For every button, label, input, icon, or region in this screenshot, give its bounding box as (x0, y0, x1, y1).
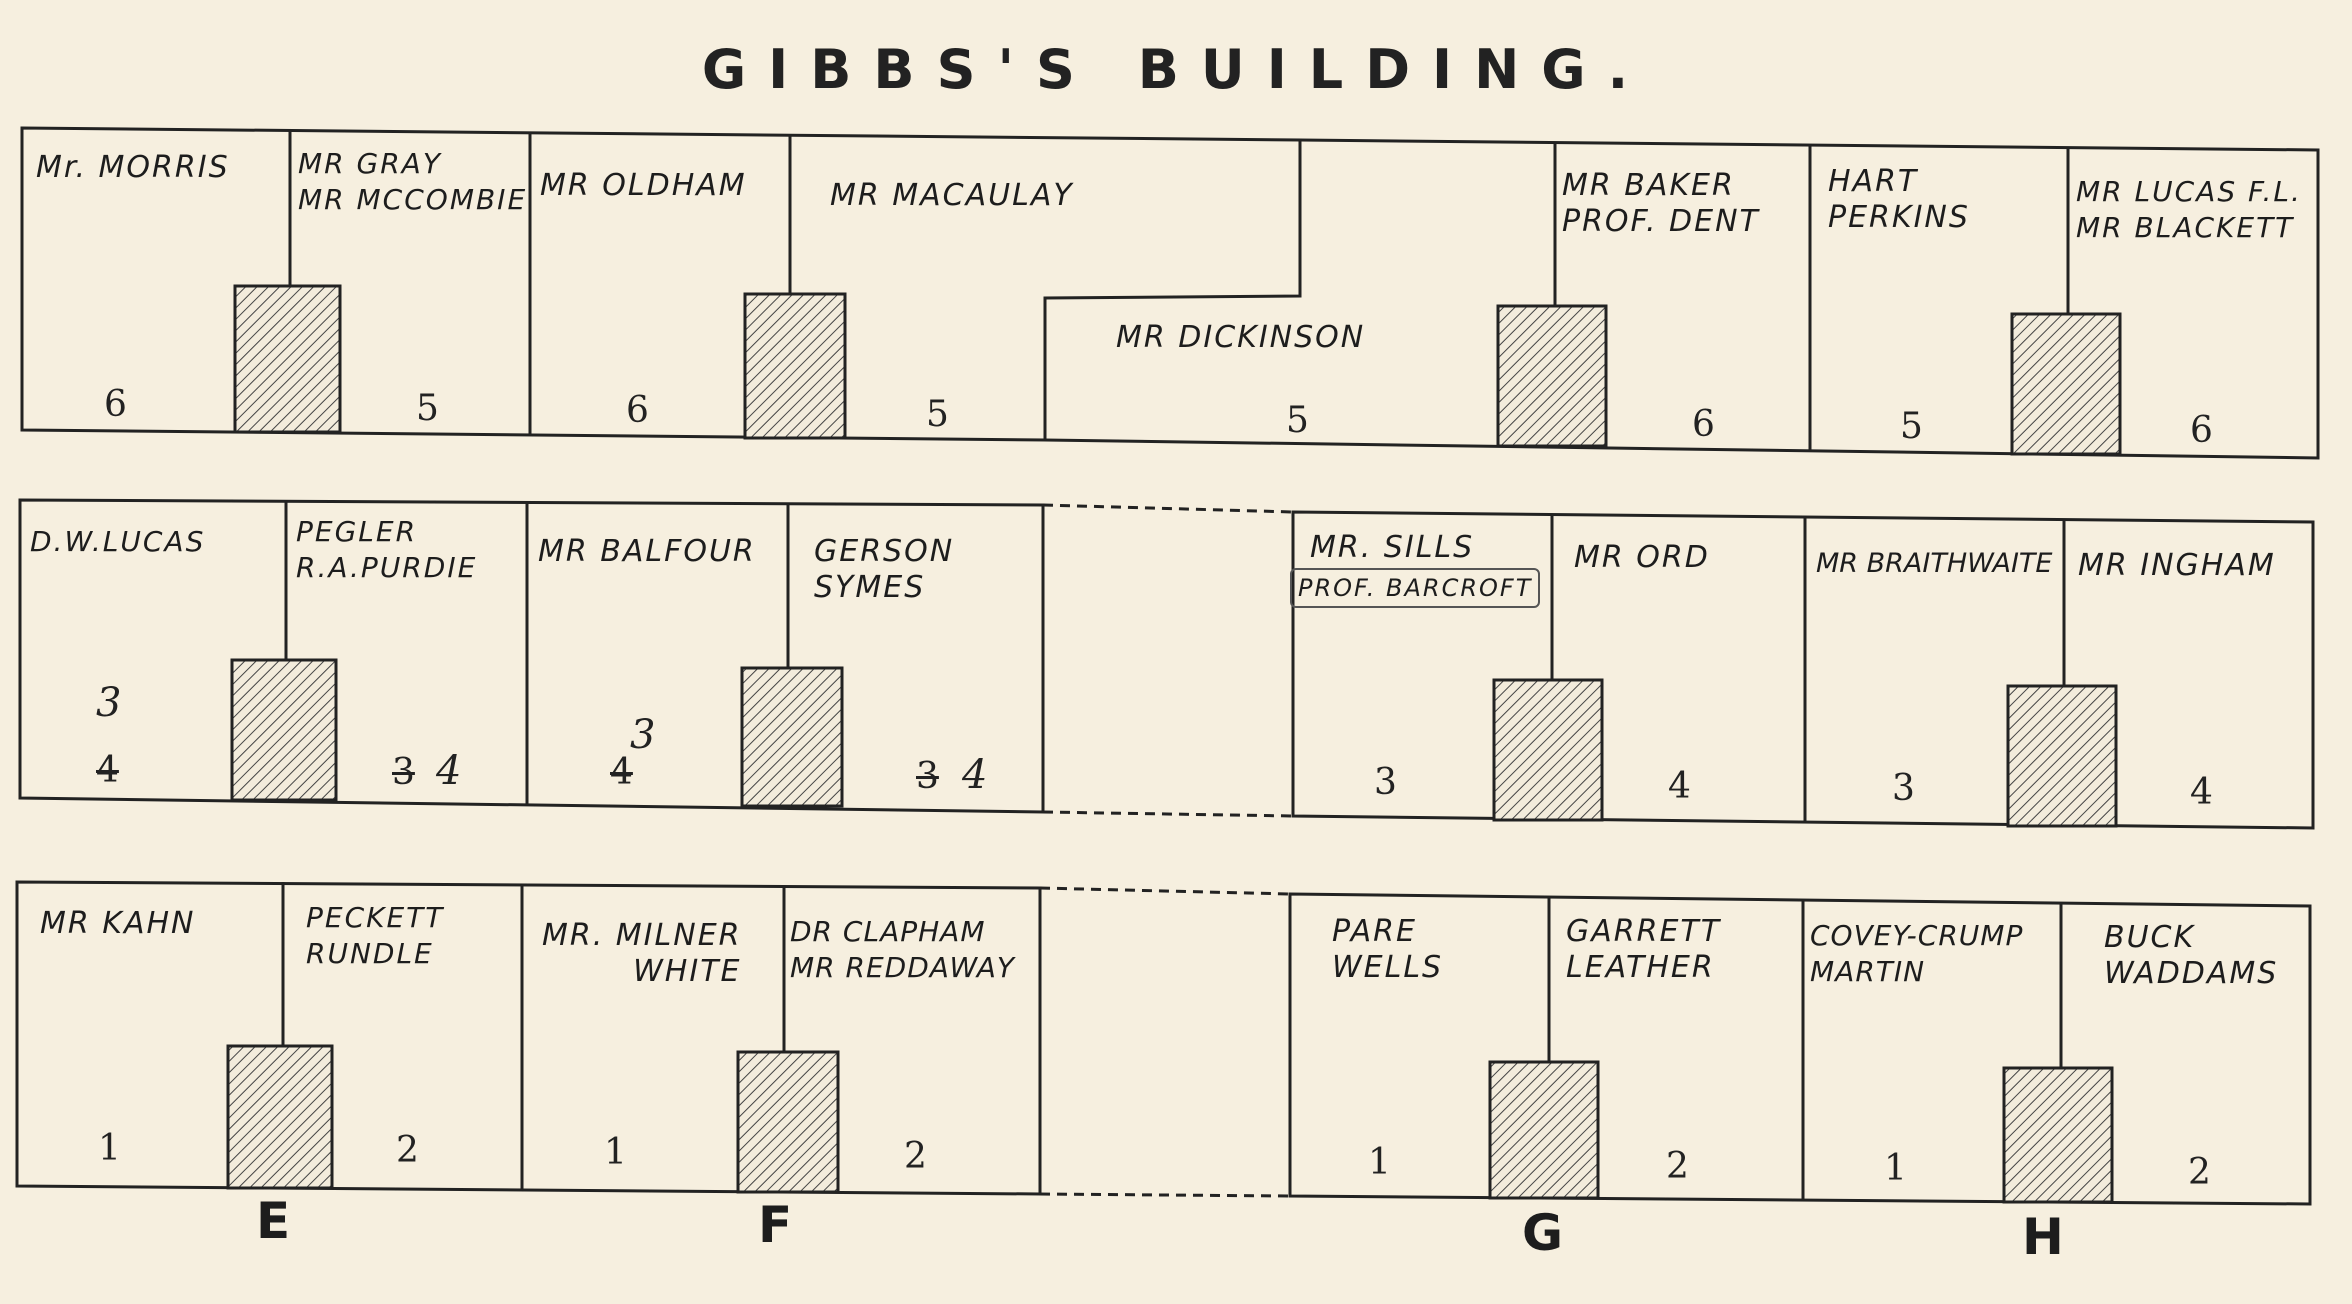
room-number-correction: 3 (96, 680, 122, 726)
room-number: 5 (926, 394, 949, 435)
room-number-correction: 4 (436, 748, 462, 794)
room-number: 4 (1668, 766, 1691, 807)
page-title: GIBBS'S BUILDING. (701, 38, 1651, 101)
stair-well-bottom-2 (736, 1050, 840, 1194)
staircase-label: F (758, 1196, 793, 1254)
room-number: 5 (1286, 400, 1309, 441)
room-label: MR MACAULAY (830, 178, 1074, 213)
room-number: 6 (2190, 410, 2213, 451)
room-number: 1 (1884, 1148, 1907, 1189)
stair-well-mid-2 (740, 666, 844, 808)
stair-well-mid-4 (2006, 684, 2118, 828)
room-label: COVEY-CRUMP MARTIN (1810, 919, 2024, 988)
room-number: 5 (1900, 406, 1923, 447)
room-label: MR INGHAM (2078, 548, 2276, 583)
room-label: GARRETT LEATHER (1566, 914, 1722, 985)
room-number: 6 (104, 384, 127, 425)
room-label: D.W.LUCAS (30, 525, 206, 558)
room-label: DR CLAPHAM MR REDDAWAY (790, 915, 1015, 984)
room-label: MR OLDHAM (540, 168, 747, 203)
stair-well-top-4 (2010, 312, 2122, 456)
room-label: MR BALFOUR (538, 534, 756, 569)
room-number: 3 (1892, 768, 1915, 809)
top-row-walls (20, 126, 2320, 460)
room-number-struck: 4 (610, 752, 633, 793)
room-number-correction: 4 (962, 752, 988, 798)
room-label: MR BAKER PROF. DENT (1562, 168, 1760, 239)
room-label: MR BRAITHWAITE (1816, 548, 2053, 579)
room-label: HART PERKINS (1828, 164, 1970, 235)
room-number-struck: 4 (96, 750, 119, 791)
room-number-struck: 3 (392, 752, 415, 793)
room-label: MR GRAY MR MCCOMBIE (298, 147, 528, 216)
room-label: MR. MILNER WHITE (542, 918, 742, 989)
stair-well-bottom-4 (2002, 1066, 2114, 1204)
room-number: 2 (396, 1130, 419, 1171)
room-number: 6 (626, 390, 649, 431)
room-label: MR KAHN (40, 906, 196, 941)
room-label: PEGLER R.A.PURDIE (296, 515, 478, 584)
room-label: MR ORD (1574, 540, 1710, 575)
room-number-struck: 3 (916, 756, 939, 797)
stair-well-top-2 (743, 292, 847, 440)
room-number: 2 (904, 1136, 927, 1177)
room-label: Mr. MORRIS (36, 150, 230, 185)
room-number: 2 (1666, 1146, 1689, 1187)
room-number: 4 (2190, 772, 2213, 813)
staircase-label: E (256, 1192, 291, 1250)
staircase-label: G (1522, 1204, 1564, 1262)
stair-well-bottom-3 (1488, 1060, 1600, 1200)
room-label: MR LUCAS F.L. MR BLACKETT (2076, 175, 2302, 244)
room-label: PECKETT RUNDLE (306, 901, 445, 970)
room-number: 1 (98, 1128, 121, 1169)
room-label: PARE WELLS (1332, 914, 1444, 985)
room-number: 3 (1374, 762, 1397, 803)
room-number: 1 (1368, 1142, 1391, 1183)
room-label: BUCK WADDAMS (2104, 920, 2279, 991)
room-number: 2 (2188, 1152, 2211, 1193)
room-number: 1 (604, 1132, 627, 1173)
stair-well-mid-1 (230, 658, 338, 802)
staircase-label: H (2022, 1208, 2064, 1266)
room-number: 5 (416, 388, 439, 429)
stair-well-top-1 (233, 284, 342, 434)
room-label-secondary: PROF. BARCROFT (1290, 568, 1541, 608)
room-label: MR DICKINSON (1116, 320, 1366, 355)
room-label: MR. SILLS (1310, 530, 1475, 565)
room-label: GERSON SYMES (814, 534, 955, 605)
room-number: 6 (1692, 404, 1715, 445)
room-number-correction: 3 (630, 712, 656, 758)
stair-well-mid-3 (1492, 678, 1604, 822)
stair-well-bottom-1 (226, 1044, 334, 1190)
stair-well-top-3 (1496, 304, 1608, 448)
